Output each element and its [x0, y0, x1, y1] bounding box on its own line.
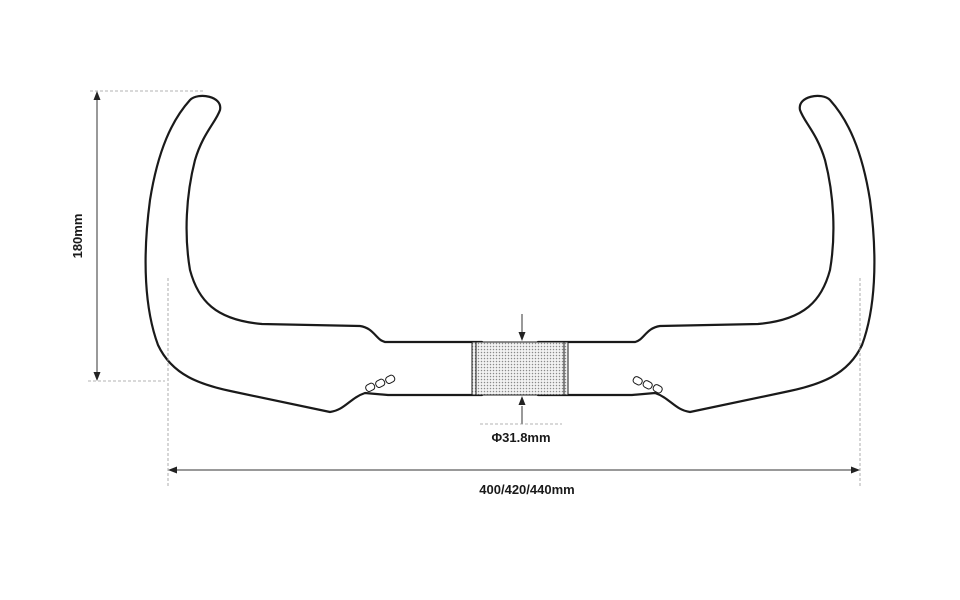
clamp-knurl [471, 341, 569, 396]
arrow-down-icon [93, 372, 101, 381]
handlebar-left-half [144, 94, 484, 414]
handlebar-outline [144, 94, 876, 414]
height-dimension: 180mm [70, 90, 205, 382]
arrow-up-icon [518, 396, 526, 405]
cable-port [652, 384, 663, 394]
cable-port [632, 376, 643, 386]
handlebar-right-half [536, 94, 876, 414]
cable-port [375, 378, 386, 388]
cable-port-group-right [632, 376, 663, 394]
height-label: 180mm [70, 214, 85, 259]
clamp-diameter-label: Φ31.8mm [491, 430, 550, 445]
cable-port-group-left [365, 374, 396, 392]
arrow-down-icon [518, 332, 526, 341]
clamp-diameter-dimension: Φ31.8mm [480, 314, 562, 445]
clamp-area [471, 341, 569, 396]
cable-port [365, 382, 376, 392]
arrow-up-icon [93, 91, 101, 100]
arrow-right-icon [851, 466, 860, 474]
cable-port [385, 374, 396, 384]
arrow-left-icon [168, 466, 177, 474]
width-label: 400/420/440mm [479, 482, 574, 497]
cable-port [642, 380, 653, 390]
width-dimension: 400/420/440mm [167, 278, 861, 497]
